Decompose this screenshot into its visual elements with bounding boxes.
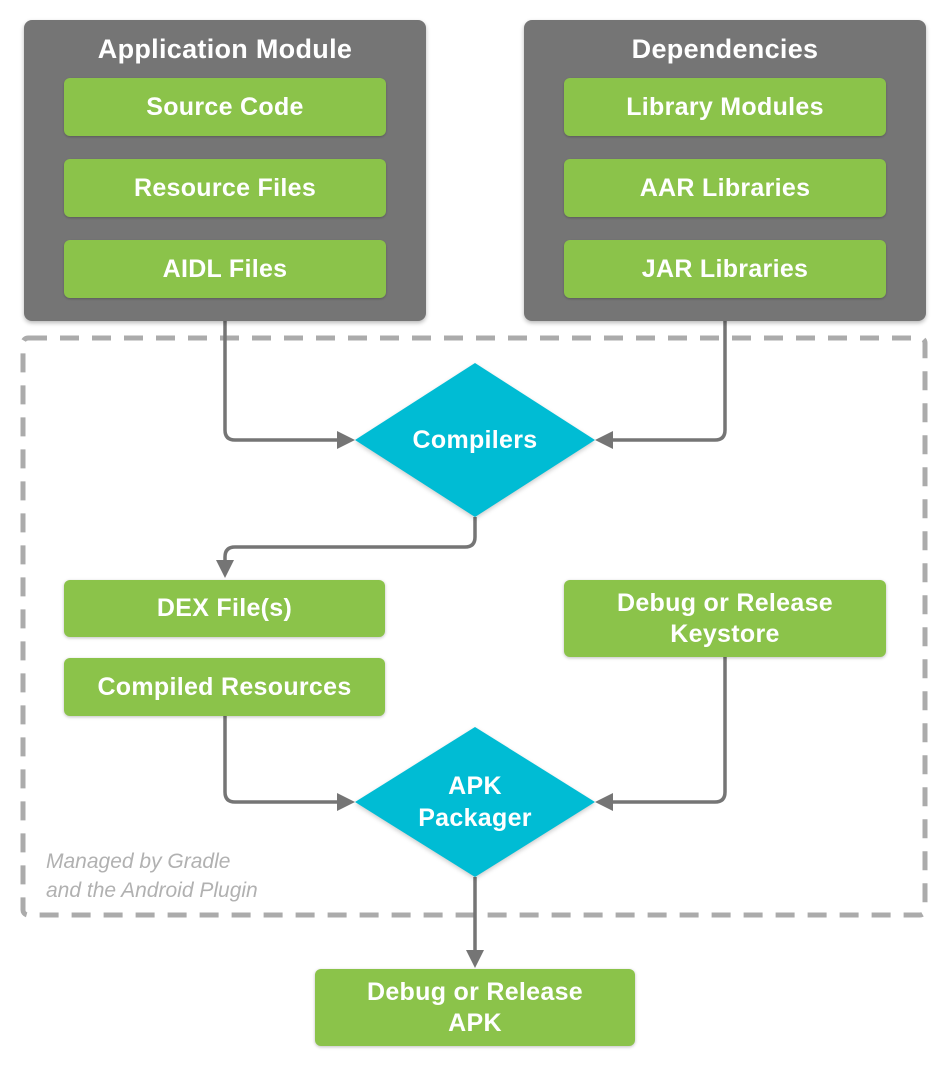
dependencies-box: Dependencies Library Modules AAR Librari… bbox=[524, 20, 926, 321]
apk-packager-label: APK Packager bbox=[418, 772, 532, 832]
arrowhead-compilers-to-dex bbox=[216, 560, 234, 578]
connector-app-module-to-compilers bbox=[223, 321, 339, 442]
connector-compilers-to-dex bbox=[223, 517, 477, 560]
item-library-modules: Library Modules bbox=[564, 78, 886, 136]
item-aidl-files: AIDL Files bbox=[64, 240, 386, 298]
dependencies-title: Dependencies bbox=[631, 33, 819, 64]
item-source-code: Source Code bbox=[64, 78, 386, 136]
arrowhead-packager-to-apk bbox=[466, 950, 484, 968]
item-aar-libraries: AAR Libraries bbox=[564, 159, 886, 217]
gradle-caption-line1: Managed by Gradle bbox=[46, 850, 231, 873]
arrowhead-app-module-to-compilers bbox=[337, 431, 355, 449]
application-module-title: Application Module bbox=[97, 33, 353, 64]
apk-packager-diamond: APK Packager bbox=[355, 727, 595, 877]
gradle-caption: Managed by Gradle and the Android Plugin bbox=[46, 847, 258, 905]
application-module-items: Source Code Resource Files AIDL Files bbox=[24, 78, 426, 298]
keystore-box: Debug or Release Keystore bbox=[564, 580, 886, 657]
arrowhead-resources-to-packager bbox=[337, 793, 355, 811]
compiled-resources-box: Compiled Resources bbox=[64, 658, 385, 716]
arrowhead-keystore-to-packager bbox=[595, 793, 613, 811]
arrowhead-dependencies-to-compilers bbox=[595, 431, 613, 449]
connector-resources-to-packager bbox=[223, 716, 339, 804]
item-resource-files: Resource Files bbox=[64, 159, 386, 217]
dex-files-box: DEX File(s) bbox=[64, 580, 385, 637]
dependencies-items: Library Modules AAR Libraries JAR Librar… bbox=[524, 78, 926, 298]
application-module-box: Application Module Source Code Resource … bbox=[24, 20, 426, 321]
connector-keystore-to-packager bbox=[611, 657, 727, 804]
compilers-label: Compilers bbox=[412, 426, 538, 454]
compilers-diamond: Compilers bbox=[355, 363, 595, 517]
gradle-caption-line2: and the Android Plugin bbox=[46, 879, 258, 902]
output-apk-box: Debug or Release APK bbox=[315, 969, 635, 1046]
connector-dependencies-to-compilers bbox=[611, 321, 727, 442]
item-jar-libraries: JAR Libraries bbox=[564, 240, 886, 298]
